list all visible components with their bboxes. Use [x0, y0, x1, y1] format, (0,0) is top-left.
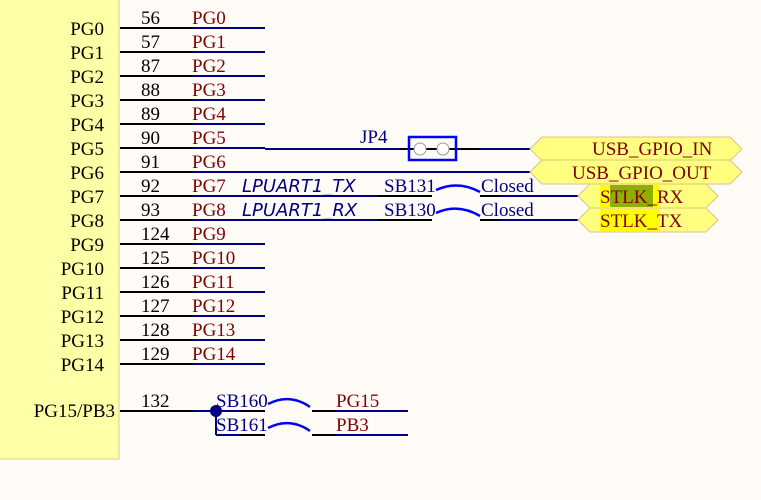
port-usb-gpio-in[interactable]: USB_GPIO_IN	[529, 136, 743, 162]
pin-name: PG8	[70, 211, 104, 232]
jp4-jumper[interactable]: JP4	[265, 127, 530, 162]
sb130-state: Closed	[481, 200, 534, 221]
svg-text:PG15/PB3: PG15/PB3	[34, 401, 115, 422]
net-label: PG8	[192, 200, 226, 221]
pin-name: PG10	[61, 259, 104, 280]
lpuart1-tx-label: LPUART1_TX	[242, 176, 356, 197]
sb130-label: SB130	[384, 200, 436, 221]
net-label: PG6	[192, 152, 226, 173]
pin-name: PG11	[61, 283, 104, 304]
jp4-label: JP4	[360, 127, 388, 148]
pin-number: 89	[141, 104, 160, 125]
pin-name: PG1	[70, 43, 104, 64]
pin-name: PG7	[70, 187, 104, 208]
sb160-bridge[interactable]: SB160 PG15	[193, 391, 408, 412]
pin-number: 129	[141, 344, 170, 365]
net-pg15: PG15	[336, 391, 379, 412]
pin-number: 90	[141, 128, 160, 149]
lpuart1-rx-label: LPUART1_RX	[242, 200, 358, 221]
net-label: PG11	[192, 272, 235, 293]
pin-name: PG2	[70, 67, 104, 88]
pin-name: PG9	[70, 235, 104, 256]
net-label: PG4	[192, 104, 226, 125]
net-pb3: PB3	[336, 415, 369, 436]
port-stlk-tx[interactable]: STLK_TX	[577, 207, 719, 233]
pin-name: PG4	[70, 115, 104, 136]
pin-pg15-pb3[interactable]: PG15/PB3 132	[34, 391, 193, 422]
pin-number: 93	[141, 200, 160, 221]
pin-name: PG14	[61, 355, 105, 376]
pin-number: 91	[141, 152, 160, 173]
net-label: PG10	[192, 248, 235, 269]
svg-text:STLK_TX: STLK_TX	[600, 211, 683, 232]
net-label: PG7	[192, 176, 226, 197]
svg-text:132: 132	[141, 391, 170, 412]
pin-name: PG6	[70, 163, 104, 184]
pin-number: 92	[141, 176, 160, 197]
sb131-label: SB131	[384, 176, 436, 197]
pin-number: 126	[141, 272, 170, 293]
pin-name: PG13	[61, 331, 104, 352]
pin-number: 128	[141, 320, 170, 341]
sb160-label: SB160	[216, 391, 268, 412]
sb131-bridge[interactable]: SB131 Closed	[265, 176, 578, 197]
pin-number: 56	[141, 8, 160, 29]
sb161-bridge[interactable]: SB161 PB3	[215, 411, 408, 436]
pin-number: 57	[141, 32, 160, 53]
net-label: PG3	[192, 80, 226, 101]
pin-number: 88	[141, 80, 160, 101]
pin-number: 124	[141, 224, 170, 245]
svg-text:USB_GPIO_OUT: USB_GPIO_OUT	[572, 163, 712, 184]
net-label: PG1	[192, 32, 226, 53]
sb161-label: SB161	[216, 415, 268, 436]
pin-name: PG3	[70, 91, 104, 112]
pin-name: PG12	[61, 307, 104, 328]
pin-number: 127	[141, 296, 170, 317]
mcu-component-body[interactable]	[0, 0, 120, 460]
sb131-state: Closed	[481, 176, 534, 197]
net-label: PG12	[192, 296, 235, 317]
port-stlk-rx[interactable]: STLK_RX	[577, 183, 719, 209]
net-label: PG14	[192, 344, 236, 365]
sb130-bridge[interactable]: SB130 Closed	[265, 200, 578, 221]
svg-text:STLK_RX: STLK_RX	[600, 187, 684, 208]
pin-name: PG0	[70, 19, 104, 40]
pin-number: 125	[141, 248, 170, 269]
port-usb-gpio-out[interactable]: USB_GPIO_OUT	[529, 159, 743, 185]
net-label: PG2	[192, 56, 226, 77]
svg-text:USB_GPIO_IN: USB_GPIO_IN	[592, 139, 713, 160]
net-label: PG13	[192, 320, 235, 341]
pin-name: PG5	[70, 139, 104, 160]
junction-dot	[210, 405, 222, 417]
net-label: PG9	[192, 224, 226, 245]
pin-number: 87	[141, 56, 160, 77]
net-label: PG5	[192, 128, 226, 149]
net-label: PG0	[192, 8, 226, 29]
